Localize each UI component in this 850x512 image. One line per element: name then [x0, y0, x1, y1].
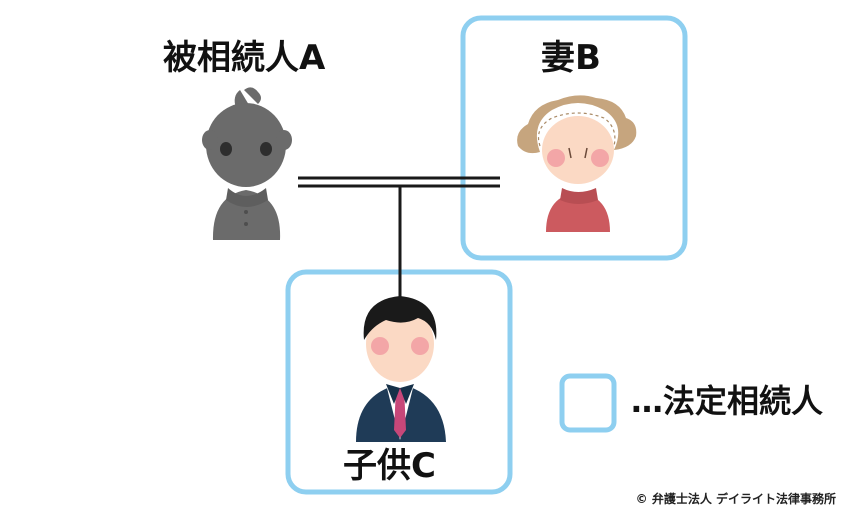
child-label: 子供C: [343, 446, 436, 486]
copyright-notice: © 弁護士法人 デイライト法律事務所: [635, 492, 836, 506]
wife-label: 妻B: [541, 38, 601, 78]
woman-icon: [517, 95, 637, 232]
person-silhouette-icon: [202, 87, 292, 240]
heir-frame-wife: [460, 15, 688, 261]
legend-label: …法定相続人: [631, 382, 824, 420]
marriage-line: [298, 176, 500, 188]
deceased-label: 被相続人A: [163, 38, 326, 78]
businessman-icon: [356, 296, 446, 442]
legend-swatch: [559, 373, 617, 433]
